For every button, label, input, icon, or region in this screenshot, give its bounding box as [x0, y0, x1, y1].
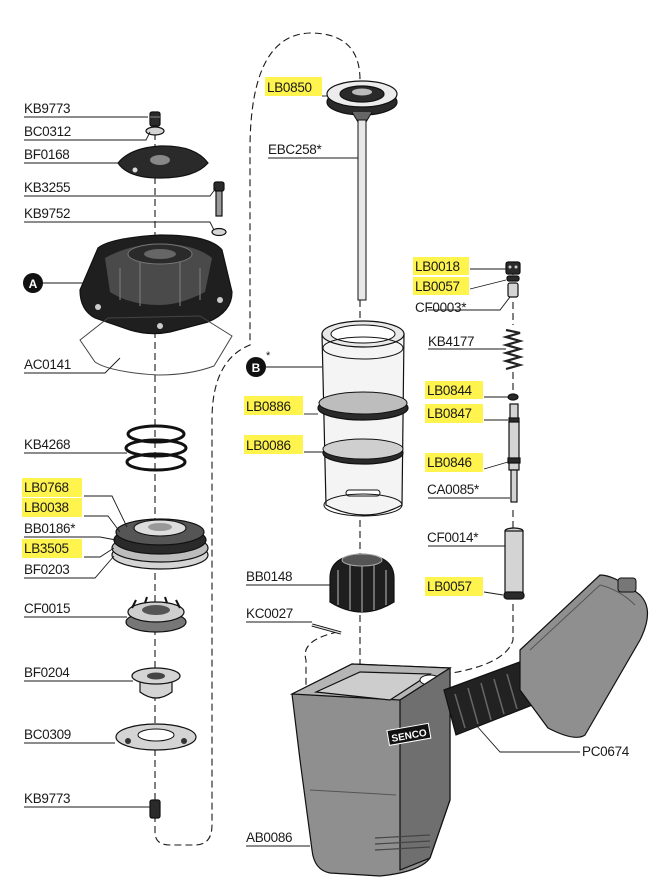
oring-lb0844	[507, 393, 519, 401]
label-cf0003: CF0003*	[415, 300, 467, 315]
label-bb0186: BB0186*	[24, 521, 76, 536]
pin-ca0085	[510, 469, 518, 503]
screw-kb9773-bottom	[149, 799, 161, 819]
label-lb3505: LB3505	[24, 541, 69, 556]
piston-head-lb0850	[326, 80, 398, 123]
stem-lb0847	[508, 403, 520, 423]
label-lb0886: LB0886	[246, 399, 291, 414]
piston-assembly	[111, 518, 209, 570]
callout-a-letter: A	[29, 277, 38, 291]
bumper-bb0148	[329, 553, 395, 613]
label-lb0038: LB0038	[24, 500, 69, 515]
label-lb0768: LB0768	[24, 480, 69, 495]
label-lb0057-bottom: LB0057	[427, 579, 472, 594]
label-lb0846: LB0846	[427, 455, 472, 470]
valve-cf0003	[507, 282, 519, 298]
label-bc0309: BC0309	[24, 727, 71, 742]
spring-kb4268	[124, 424, 188, 472]
stem-lb0846	[507, 421, 521, 471]
label-lb0844: LB0844	[427, 383, 473, 398]
label-bf0204: BF0204	[24, 665, 70, 680]
callout-b-letter: B	[252, 361, 261, 375]
spring-kb4177	[501, 328, 525, 371]
label-lb0018: LB0018	[415, 259, 460, 274]
label-kb9773-bottom: KB9773	[24, 791, 70, 806]
cylinder-assembly	[317, 320, 409, 517]
leader-lines	[24, 95, 580, 847]
screw-kb3255	[213, 181, 225, 217]
bracket-bf0168	[117, 145, 209, 179]
part-labels: KB9773 BC0312 BF0168 KB3255 KB9752 AC014…	[24, 80, 630, 845]
label-bb0148: BB0148	[246, 569, 292, 584]
plate-bc0309	[115, 723, 197, 751]
label-kb4268: KB4268	[24, 437, 70, 452]
label-cf0014: CF0014*	[427, 530, 479, 545]
sleeve-cf0014	[504, 527, 524, 594]
handle-pc0674	[443, 574, 649, 738]
cylinder-cap	[79, 234, 233, 335]
label-kb9773-top: KB9773	[24, 101, 70, 116]
gasket-ac0141	[79, 315, 233, 376]
oring-lb0057-bottom	[503, 591, 525, 600]
label-kb4177: KB4177	[428, 334, 474, 349]
label-bc0312: BC0312	[24, 124, 71, 139]
driver-blade-ebc258	[357, 119, 367, 301]
label-lb0057-top: LB0057	[415, 279, 460, 294]
label-pc0674: PC0674	[582, 744, 630, 759]
screw-kb9773-top	[149, 111, 161, 127]
label-lb0850: LB0850	[267, 80, 312, 95]
label-ca0085: CA0085*	[427, 482, 480, 497]
label-bf0168: BF0168	[24, 147, 69, 162]
pin-kc0027	[311, 623, 342, 635]
bumper-bf0204	[131, 667, 181, 699]
label-lb0847: LB0847	[427, 406, 472, 421]
callout-a: A	[23, 273, 43, 293]
label-ab0086: AB0086	[246, 830, 292, 845]
svg-text:*: *	[266, 350, 271, 362]
label-ac0141: AC0141	[24, 357, 71, 372]
label-kc0027: KC0027	[246, 606, 293, 621]
label-kb9752: KB9752	[24, 206, 70, 221]
label-bf0203: BF0203	[24, 562, 69, 577]
washer-kb9752	[211, 227, 227, 237]
label-kb3255: KB3255	[24, 180, 70, 195]
label-ebc258: EBC258*	[268, 142, 322, 157]
valve-lb0018	[505, 261, 521, 275]
oring-lb0057-top	[506, 275, 520, 282]
label-lb0086: LB0086	[246, 438, 291, 453]
washer-bc0312	[145, 126, 165, 136]
ring-cf0015	[125, 596, 187, 633]
housing-ab0086: SENCO	[289, 663, 452, 877]
label-cf0015: CF0015	[24, 601, 70, 616]
highlights	[22, 77, 483, 596]
callout-b: B *	[246, 350, 271, 377]
